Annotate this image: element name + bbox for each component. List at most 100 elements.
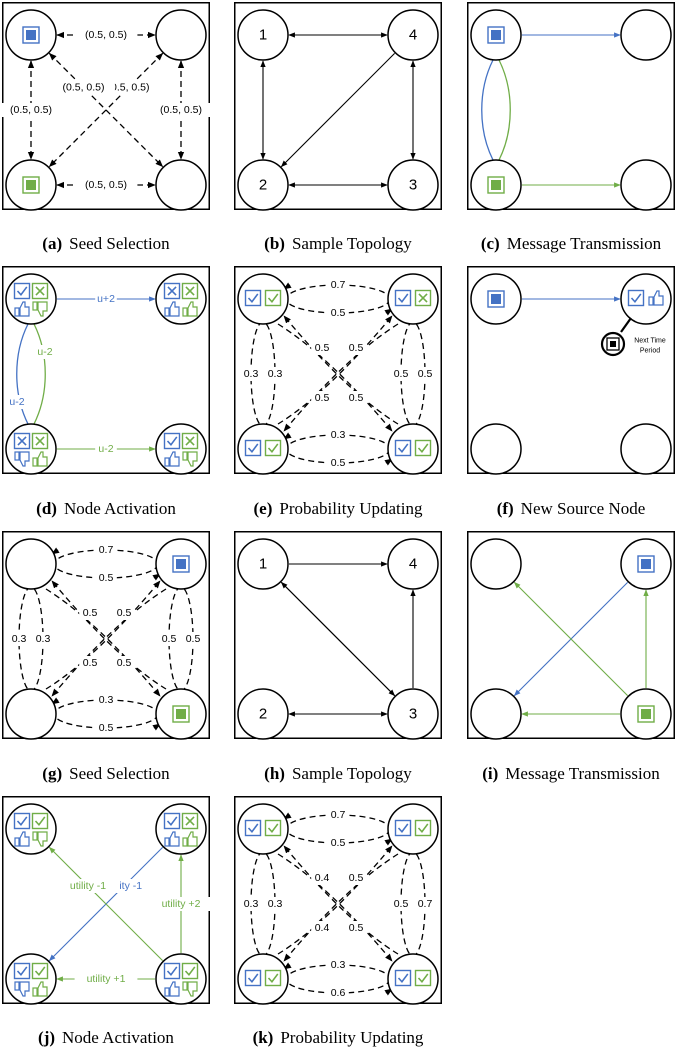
node-circle: [620, 273, 672, 325]
node-circle: [620, 423, 672, 475]
seed-fill: [26, 30, 36, 40]
check-box-icon: [13, 962, 31, 980]
node-2: 3: [387, 159, 439, 211]
node-1: [620, 273, 672, 325]
label-background: [95, 543, 117, 557]
panel-i: [467, 531, 675, 740]
check-mark: [247, 293, 259, 303]
pair-label: 0.5: [99, 572, 114, 584]
node-1: [387, 803, 439, 855]
thumbs-down-icon: [14, 981, 30, 997]
caption-h: (h) Sample Topology: [223, 764, 453, 784]
check-box-icon: [163, 432, 181, 450]
label-background: [113, 606, 135, 620]
label-background: [264, 897, 286, 911]
check-mark: [417, 973, 429, 983]
label-background: [390, 367, 412, 381]
caption-b: (b)Sample Topology: [223, 234, 453, 254]
check-mark: [16, 816, 28, 826]
seed-box: [637, 555, 655, 573]
pair-edge-diagonal: [45, 588, 161, 697]
check-mark: [247, 443, 259, 453]
label-background: [74, 972, 138, 986]
edge: [280, 581, 396, 697]
label-background: [345, 341, 367, 355]
node-0: [5, 9, 57, 61]
pair-label: 0.3: [268, 368, 283, 380]
caption-letter: (f): [496, 499, 514, 518]
check-mark: [267, 293, 279, 303]
node-0: [5, 803, 57, 855]
node-label: 1: [259, 27, 267, 44]
label-background: [327, 986, 349, 1000]
label-background: [327, 278, 349, 292]
caption-letter: (h): [264, 764, 285, 783]
check-box-icon: [264, 439, 282, 457]
node-0: 1: [237, 9, 289, 61]
node-0: 1: [237, 538, 289, 590]
check-mark: [397, 443, 409, 453]
label-background: [311, 341, 333, 355]
node-1: 4: [387, 9, 439, 61]
node-circle: [155, 953, 207, 1005]
node-circle: [387, 9, 439, 61]
seed-fill: [26, 180, 36, 190]
label-background: [327, 836, 349, 850]
pair-label: 0.5: [99, 722, 114, 734]
pair-label: 0.3: [331, 959, 346, 971]
cross-mark: [185, 286, 195, 296]
label-background: [327, 958, 349, 972]
node-1: [387, 273, 439, 325]
caption-text: Sample Topology: [291, 764, 412, 783]
check-box-icon: [264, 819, 282, 837]
check-box-icon: [394, 969, 412, 987]
node-circle: [387, 538, 439, 590]
caption-a: (a)Seed Selection: [0, 234, 221, 254]
cross-box-icon: [181, 282, 199, 300]
caption-k: (k)Probability Updating: [223, 1028, 453, 1048]
node-3: [5, 159, 57, 211]
check-mark: [247, 823, 259, 833]
edge: [48, 846, 164, 962]
node-circle: [470, 423, 522, 475]
pair-label: 0.5: [349, 342, 364, 354]
caption-i: (i)Message Transmission: [456, 764, 685, 784]
label-background: [345, 871, 367, 885]
label-background: [95, 721, 117, 735]
edge-label: (0.5, 0.5): [160, 104, 202, 116]
node-circle: [387, 423, 439, 475]
node-circle: [5, 423, 57, 475]
seed-box: [22, 26, 40, 44]
node-circle: [237, 273, 289, 325]
seed-box: [22, 176, 40, 194]
node-circle: [5, 953, 57, 1005]
edge-label: u-2: [98, 443, 113, 455]
check-mark: [417, 823, 429, 833]
label-background: [74, 178, 138, 192]
pair-label: 0.5: [186, 633, 201, 645]
label-background: [264, 367, 286, 381]
node-3: [470, 423, 522, 475]
cross-mark: [185, 436, 195, 446]
seed-box: [487, 176, 505, 194]
check-mark: [166, 966, 178, 976]
seed-fill: [176, 559, 186, 569]
label-background: [0, 103, 63, 117]
source-seed-box: [606, 337, 620, 351]
seed-box: [637, 705, 655, 723]
caption-letter: (k): [252, 1028, 274, 1047]
pair-edge-diagonal: [277, 323, 393, 432]
pair-label: 0.3: [244, 368, 259, 380]
check-box-icon: [394, 439, 412, 457]
check-box-icon: [31, 812, 49, 830]
thumbs-up-icon: [32, 981, 48, 997]
pair-label: 0.5: [315, 392, 330, 404]
panel-d-svg: u+2u-2u-2u-2: [2, 266, 210, 475]
check-mark: [166, 816, 178, 826]
node-3: [237, 953, 289, 1005]
label-background: [345, 921, 367, 935]
